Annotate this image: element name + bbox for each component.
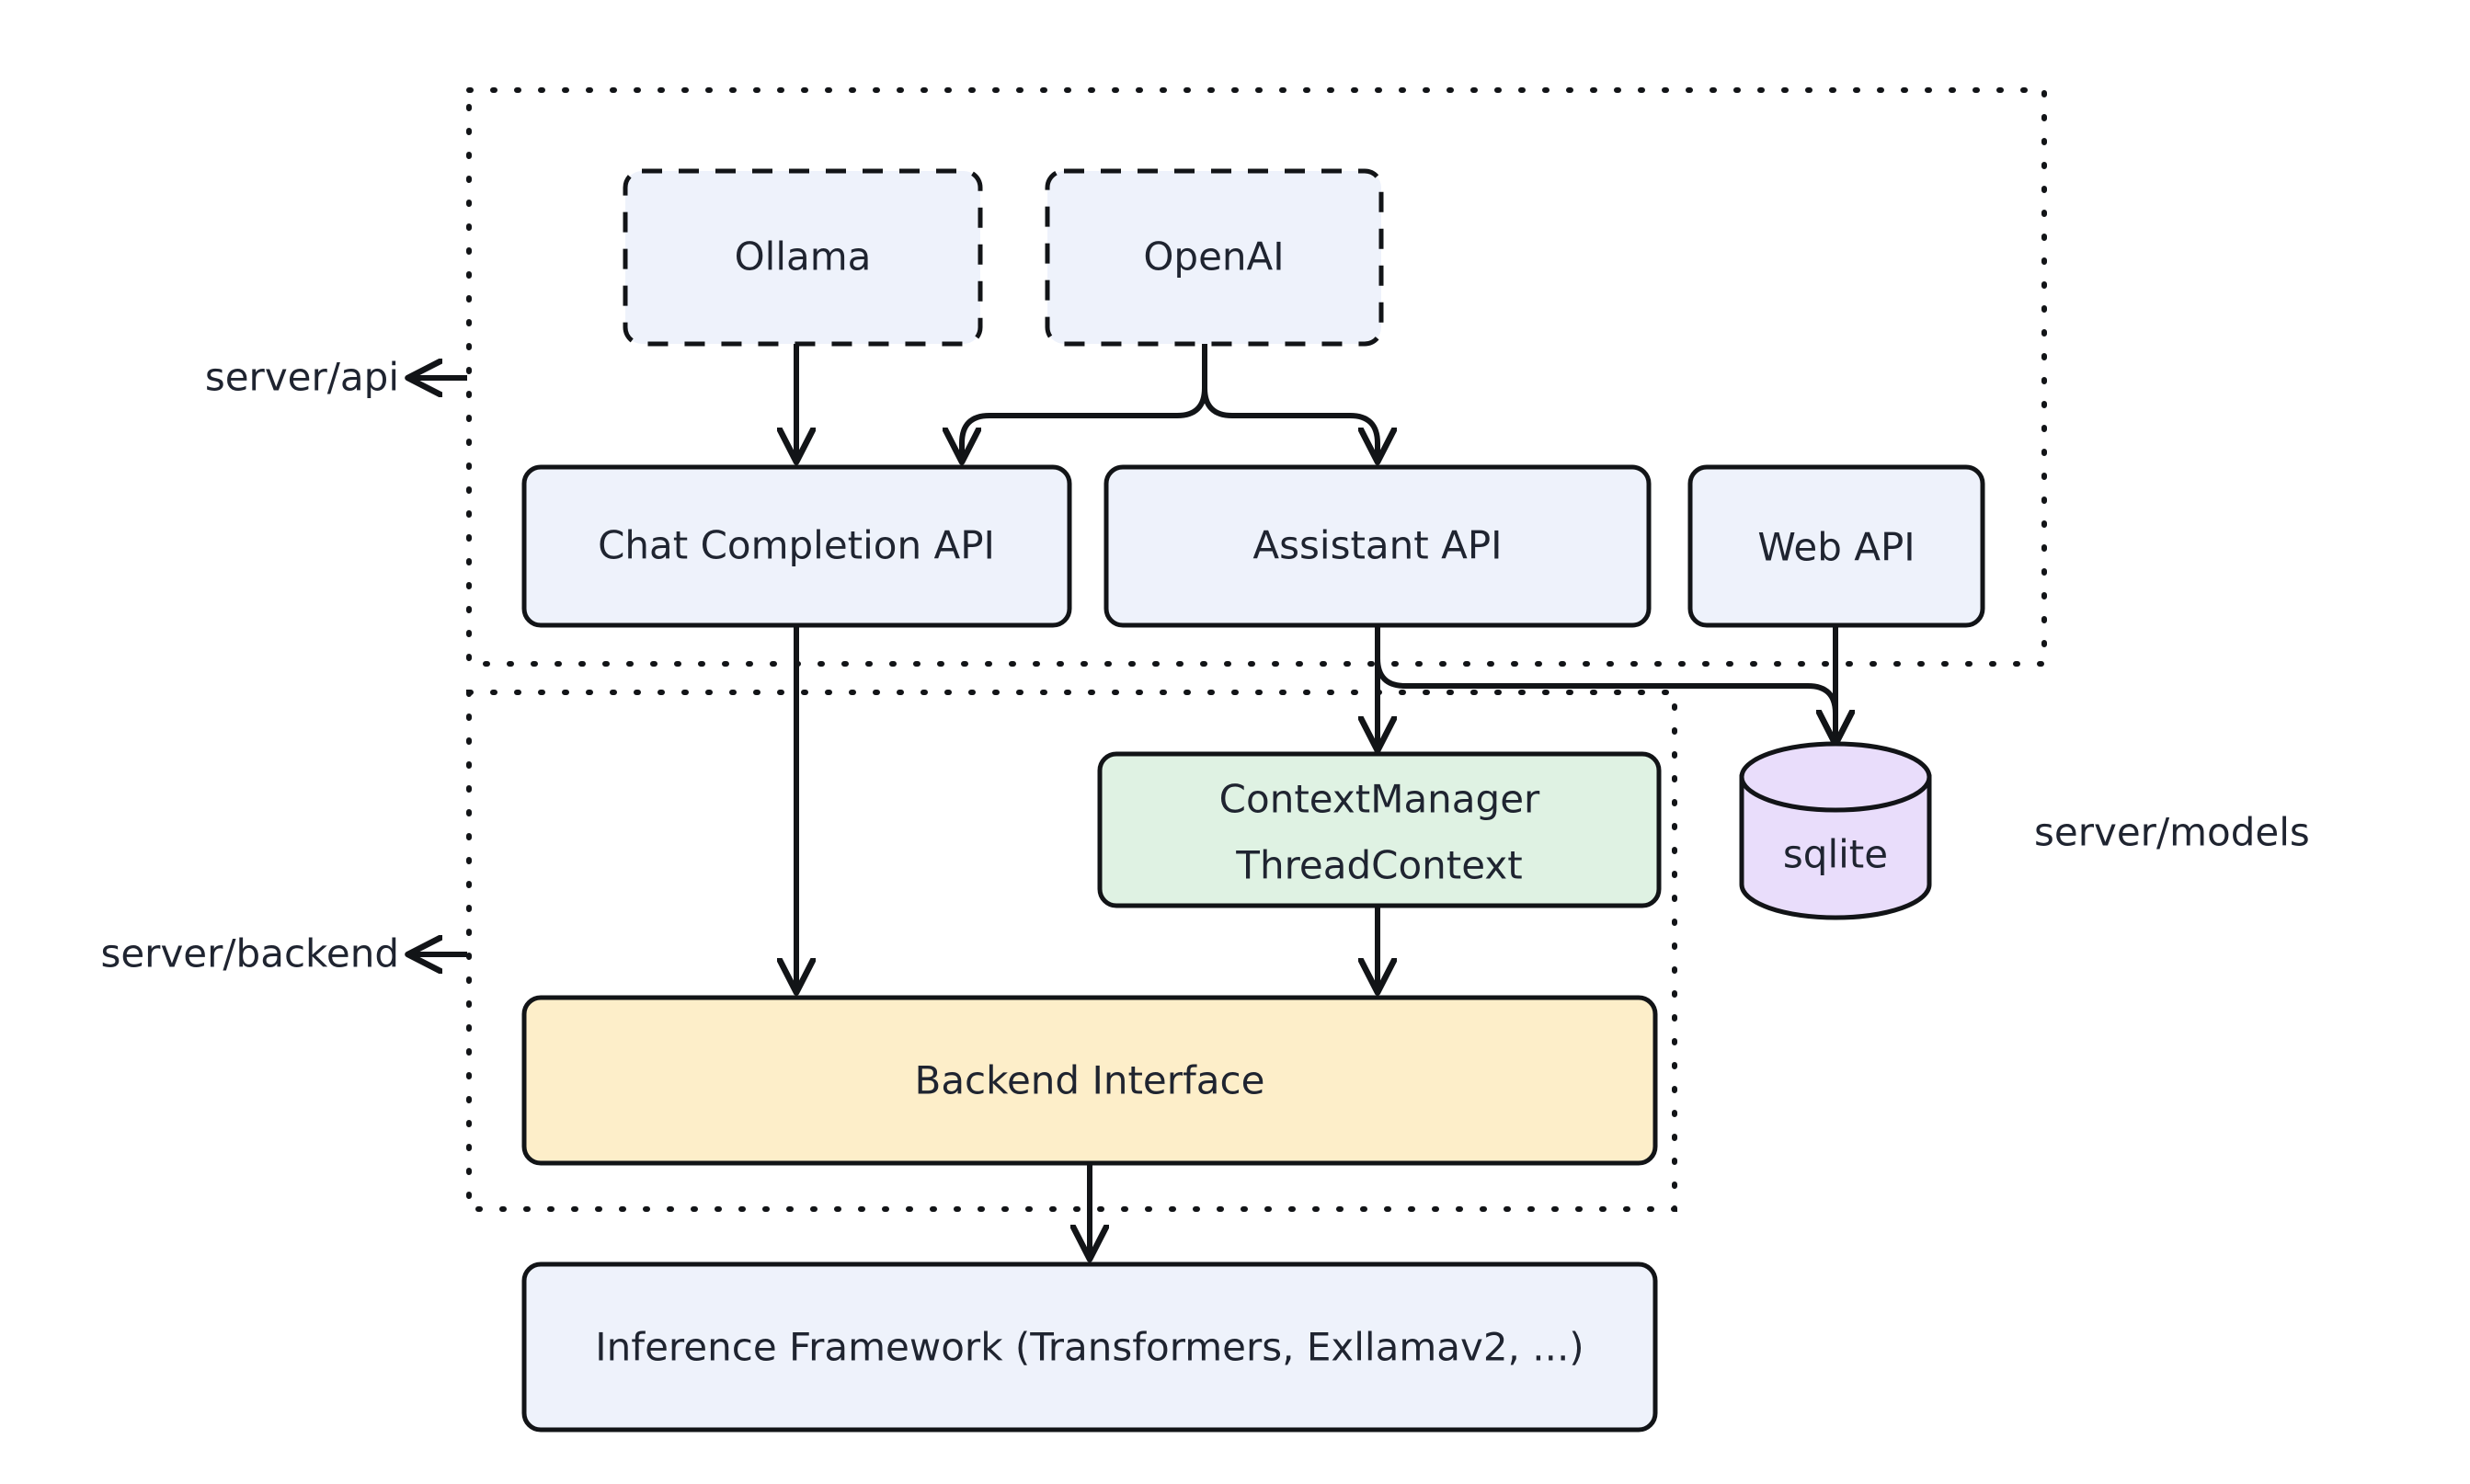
node-web-api-shape: [1687, 464, 1985, 628]
node-backend-interface[interactable]: Backend Interface: [521, 995, 1658, 1166]
node-sqlite-label: sqlite: [1783, 832, 1888, 877]
node-ollama-shape: [623, 168, 983, 347]
group-label-server-models-text: server/models: [2034, 810, 2310, 855]
node-backend-interface-shape: [521, 995, 1658, 1166]
node-assistant-api-label: Assistant API: [1252, 523, 1502, 568]
node-backend-interface-label: Backend Interface: [915, 1058, 1265, 1103]
node-sqlite[interactable]: sqlite: [1739, 741, 1932, 920]
group-frames: [466, 87, 2047, 1212]
node-openai-shape: [1045, 168, 1384, 347]
node-openai-label: OpenAI: [1143, 234, 1284, 280]
edge-openai-to-assistant-api: [1202, 344, 1378, 458]
group-label-server-backend-text: server/backend: [100, 931, 399, 976]
node-context-manager[interactable]: ContextManager ThreadContext: [1097, 751, 1662, 908]
node-chat-completion-api[interactable]: Chat Completion API: [521, 464, 1072, 628]
group-frame-server-api: [466, 87, 2047, 667]
node-sqlite-top: [1739, 741, 1932, 813]
node-openai[interactable]: OpenAI: [1045, 168, 1384, 347]
group-label-server-api: server/api: [205, 355, 467, 400]
node-context-manager-label-line1: ContextManager: [1219, 777, 1540, 822]
node-chat-completion-api-label: Chat Completion API: [598, 523, 995, 568]
node-assistant-api-shape: [1103, 464, 1652, 628]
group-label-server-backend: server/backend: [100, 931, 467, 976]
node-ollama-label: Ollama: [735, 234, 872, 280]
group-label-server-api-text: server/api: [205, 355, 399, 400]
node-inference-framework[interactable]: Inference Framework (Transformers, Exlla…: [521, 1261, 1658, 1433]
node-chat-completion-api-shape: [521, 464, 1072, 628]
node-assistant-api[interactable]: Assistant API: [1103, 464, 1652, 628]
node-inference-framework-label: Inference Framework (Transformers, Exlla…: [595, 1325, 1584, 1370]
node-web-api[interactable]: Web API: [1687, 464, 1985, 628]
node-inference-framework-shape: [521, 1261, 1658, 1433]
edge-assistant-api-to-sqlite: [1375, 627, 1835, 740]
node-sqlite-body: [1739, 774, 1932, 920]
node-context-manager-shape: [1097, 751, 1662, 908]
edges: [796, 344, 1835, 1255]
node-web-api-label: Web API: [1757, 525, 1915, 570]
node-ollama[interactable]: Ollama: [623, 168, 983, 347]
edge-openai-to-chat-completion-api: [962, 344, 1207, 458]
node-context-manager-label-line2: ThreadContext: [1235, 843, 1522, 888]
group-label-server-models: server/models: [2034, 810, 2310, 855]
